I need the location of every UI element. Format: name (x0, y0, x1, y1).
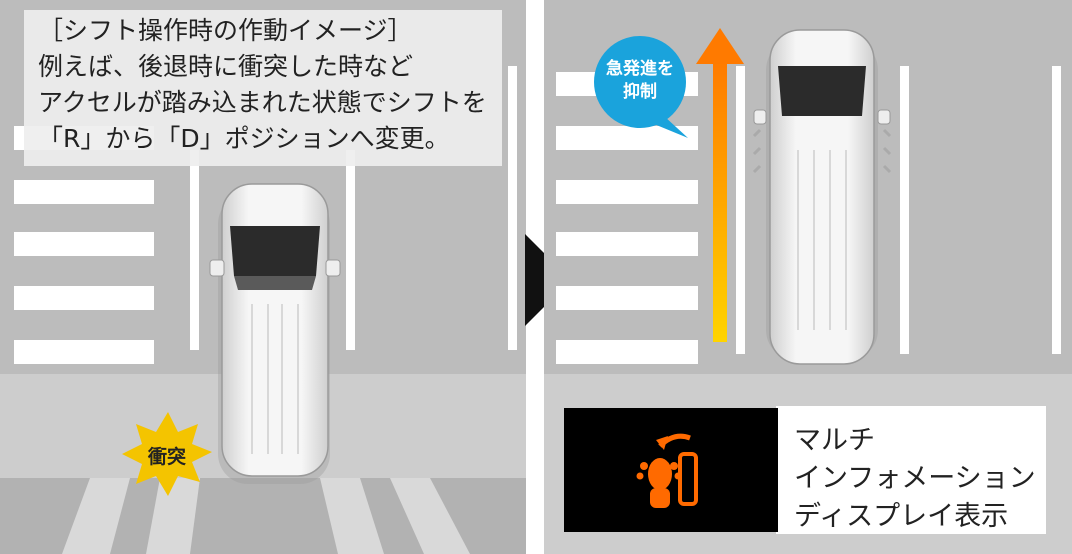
bubble-text: 急発進を 抑制 (595, 58, 685, 104)
caption-line-4: 「R」から「D」ポジションへ変更。 (38, 124, 450, 153)
crosswalk-stripe (390, 478, 470, 554)
display-label-line-1: マルチ (794, 425, 875, 456)
collision-label: 衝突 (148, 446, 187, 468)
caption-line-3: アクセルが踏み込まれた状態でシフトを (38, 88, 487, 117)
left-panel-reverse-scene: ［シフト操作時の作動イメージ］ 例えば、後退時に衝突した時など アクセルが踏み込… (0, 0, 526, 554)
crosswalk-stripe (62, 478, 130, 554)
caption-line-1: ［シフト操作時の作動イメージ］ (38, 16, 413, 45)
lane-divider (190, 150, 199, 350)
left-road-scene (0, 66, 526, 554)
display-label-line-2: インフォメーション (794, 463, 1036, 494)
parking-line (14, 340, 154, 364)
parking-line (556, 340, 698, 364)
caption-box: ［シフト操作時の作動イメージ］ 例えば、後退時に衝突した時など アクセルが踏み込… (24, 10, 502, 166)
lane-divider (346, 150, 355, 350)
bubble-line-1: 急発進を (606, 59, 674, 79)
collision-burst (122, 412, 212, 496)
parking-line (556, 286, 698, 310)
lane-divider (1052, 66, 1061, 354)
caption-line-2: 例えば、後退時に衝突した時など (38, 52, 414, 81)
parking-line (14, 286, 154, 310)
bubble-line-2: 抑制 (623, 82, 657, 102)
right-panel-suppression-scene: 急発進を 抑制 マルチ インフォメーション ディスプレイ表示 (544, 0, 1072, 554)
foot-on-pedal-warning-icon (636, 433, 698, 508)
car-reversing (209, 183, 341, 484)
display-label-line-3: ディスプレイ表示 (794, 501, 1009, 532)
crosswalk-stripe (146, 478, 200, 554)
crosswalk-stripe (320, 478, 384, 554)
multi-info-display-screen (564, 408, 778, 532)
display-label-background (776, 406, 1046, 534)
parking-line (14, 232, 154, 256)
parking-line (14, 180, 154, 204)
lane-divider (900, 66, 909, 354)
forward-arrow-icon (696, 28, 744, 342)
lane-divider (508, 66, 517, 350)
car-stopped (752, 29, 892, 365)
parking-line (556, 232, 698, 256)
suppression-bubble (594, 36, 688, 138)
parking-line (556, 180, 698, 204)
lane-divider (736, 66, 745, 354)
